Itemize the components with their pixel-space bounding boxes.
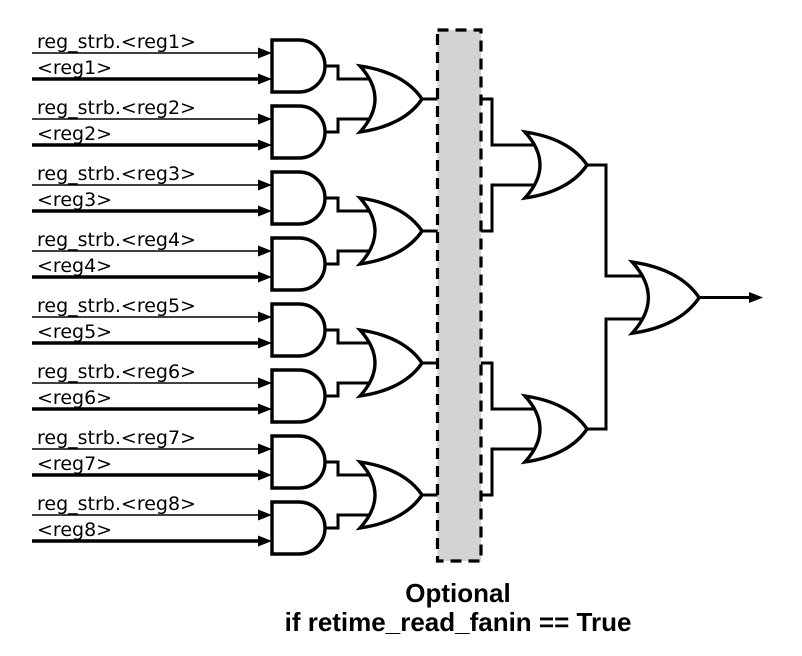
and-gate-icon-4 [270, 236, 327, 292]
wire [587, 163, 642, 278]
or-gate-icon-stage1-3 [358, 328, 424, 398]
stage1-pair-1 [324, 64, 535, 147]
input-group-6: reg_strb.<reg6> <reg6> [32, 361, 272, 415]
strobe-label: reg_strb.<reg6> [37, 361, 196, 383]
optional-retime-box [435, 28, 483, 563]
input-group-3: reg_strb.<reg3> <reg3> [32, 163, 272, 217]
arrowhead-icon [258, 113, 272, 125]
and-gate-icon-6 [270, 368, 327, 424]
wire [324, 513, 375, 530]
and-gate-icon-2 [270, 104, 327, 160]
arrowhead-icon [258, 47, 272, 59]
arrowhead-icon [258, 337, 272, 349]
or-gate-icon-stage1-4 [358, 460, 424, 530]
arrowhead-icon [258, 469, 272, 481]
arrowhead-icon [258, 535, 272, 547]
or-gate-icon-final [630, 260, 701, 335]
arrowhead-icon [258, 205, 272, 217]
reg-label: <reg8> [37, 519, 112, 541]
input-group-8: reg_strb.<reg8> <reg8> [32, 493, 272, 547]
input-group-5: reg_strb.<reg5> <reg5> [32, 295, 272, 349]
wire [324, 381, 375, 398]
reg-label: <reg4> [37, 255, 112, 277]
arrowhead-icon [258, 443, 272, 455]
arrowhead-icon [258, 509, 272, 521]
stage1-pair-2 [324, 183, 535, 266]
strobe-label: reg_strb.<reg5> [37, 295, 196, 317]
strobe-label: reg_strb.<reg1> [37, 31, 196, 53]
arrowhead-icon [258, 179, 272, 191]
caption-line2: if retime_read_fanin == True [285, 607, 632, 637]
arrowhead-icon [258, 377, 272, 389]
reg-label: <reg5> [37, 321, 112, 343]
arrowhead-icon [258, 139, 272, 151]
or-gate-icon-stage1-1 [358, 64, 424, 134]
or-gate-icon-stage2-bottom [523, 394, 589, 464]
input-group-1: reg_strb.<reg1> <reg1> [32, 31, 272, 85]
wire [324, 196, 375, 213]
wire [324, 460, 375, 477]
reg-label: <reg3> [37, 189, 112, 211]
wire [587, 317, 642, 431]
strobe-label: reg_strb.<reg8> [37, 493, 196, 515]
and-gate-icon-5 [270, 302, 327, 358]
wire [324, 64, 375, 81]
input-group-7: reg_strb.<reg7> <reg7> [32, 427, 272, 481]
or-gate-shape [630, 260, 701, 335]
caption-line1: Optional [405, 578, 510, 608]
strobe-label: reg_strb.<reg4> [37, 229, 196, 251]
and-gate-icon-7 [270, 434, 327, 490]
arrowhead-icon [258, 403, 272, 415]
reg-label: <reg6> [37, 387, 112, 409]
stage1-pair-4 [324, 447, 535, 530]
strobe-label: reg_strb.<reg7> [37, 427, 196, 449]
reg-label: <reg2> [37, 123, 112, 145]
output-arrowhead-icon [749, 292, 763, 303]
arrowhead-icon [258, 271, 272, 283]
and-gate-icon-3 [270, 170, 327, 226]
input-group-4: reg_strb.<reg4> <reg4> [32, 229, 272, 283]
arrowhead-icon [258, 245, 272, 257]
stage1-pair-3 [324, 328, 535, 411]
reg-label: <reg1> [37, 57, 112, 79]
caption: Optional if retime_read_fanin == True [285, 578, 632, 637]
wire [324, 249, 375, 266]
wire [324, 328, 375, 345]
arrowhead-icon [258, 73, 272, 85]
and-gate-icon-8 [270, 500, 327, 556]
input-group-2: reg_strb.<reg2> <reg2> [32, 97, 272, 151]
strobe-label: reg_strb.<reg2> [37, 97, 196, 119]
arrowhead-icon [258, 311, 272, 323]
strobe-label: reg_strb.<reg3> [37, 163, 196, 185]
and-gate-icon-1 [270, 38, 327, 94]
or-gate-icon-stage2-top [523, 130, 589, 200]
or-gate-icon-stage1-2 [358, 196, 424, 266]
wire [324, 117, 375, 134]
reg-label: <reg7> [37, 453, 112, 475]
